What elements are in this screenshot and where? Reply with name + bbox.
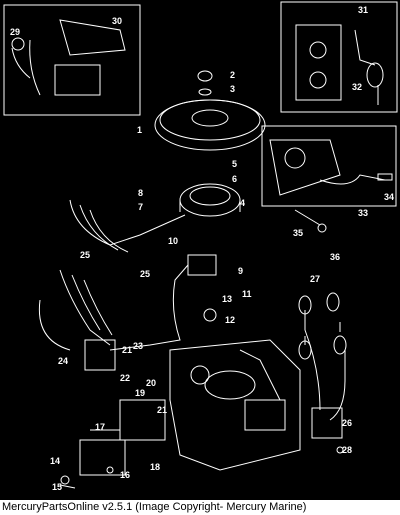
- callout-22: 22: [120, 373, 130, 383]
- callout-labels: 1 2 3 4 5 6 7 8 9 10 11 12 13 14 15 16 1…: [10, 5, 394, 492]
- callout-1: 1: [137, 125, 142, 135]
- ignition-coil-shape: [311, 407, 343, 439]
- callout-6: 6: [232, 174, 237, 184]
- callout-10: 10: [168, 236, 178, 246]
- callout-23: 23: [133, 341, 143, 351]
- engine-block-shape: [169, 339, 301, 471]
- callout-20: 20: [146, 378, 156, 388]
- callout-12: 12: [225, 315, 235, 325]
- callout-24: 24: [58, 356, 68, 366]
- inset-ignition-box: [280, 1, 398, 113]
- callout-27: 27: [310, 274, 320, 284]
- callout-11: 11: [242, 289, 252, 299]
- battery-shape: [54, 64, 101, 96]
- callout-8: 8: [138, 188, 143, 198]
- callout-9: 9: [238, 266, 243, 276]
- callout-35: 35: [293, 228, 303, 238]
- callout-36: 36: [330, 252, 340, 262]
- stator-shape: [179, 183, 241, 217]
- callout-21b: 21: [122, 345, 132, 355]
- inset-battery-box: [3, 4, 141, 116]
- rectifier-shape: [84, 339, 116, 371]
- parts-diagram: 1 2 3 4 5 6 7 8 9 10 11 12 13 14 15 16 1…: [0, 0, 400, 500]
- diagram-svg: 1 2 3 4 5 6 7 8 9 10 11 12 13 14 15 16 1…: [3, 1, 398, 492]
- callout-5: 5: [232, 159, 237, 169]
- callout-31: 31: [358, 5, 368, 15]
- callout-29: 29: [10, 27, 20, 37]
- callout-14: 14: [50, 456, 60, 466]
- callout-30: 30: [112, 16, 122, 26]
- callout-13: 13: [222, 294, 232, 304]
- callout-16: 16: [120, 470, 130, 480]
- callout-28: 28: [342, 445, 352, 455]
- callout-26: 26: [342, 418, 352, 428]
- callout-21a: 21: [157, 405, 167, 415]
- callout-25a: 25: [80, 250, 90, 260]
- callout-17: 17: [95, 422, 105, 432]
- callout-34: 34: [384, 192, 394, 202]
- callout-7: 7: [138, 202, 143, 212]
- callout-2: 2: [230, 70, 235, 80]
- inset-sensor-box: [261, 125, 397, 207]
- image-caption: MercuryPartsOnline v2.5.1 (Image Copyrig…: [0, 500, 400, 515]
- callout-32: 32: [352, 82, 362, 92]
- callout-15: 15: [52, 482, 62, 492]
- callout-4: 4: [240, 198, 245, 208]
- callout-18: 18: [150, 462, 160, 472]
- module-shape: [79, 439, 126, 476]
- callout-33: 33: [358, 208, 368, 218]
- callout-25b: 25: [140, 269, 150, 279]
- callout-3: 3: [230, 84, 235, 94]
- callout-19: 19: [135, 388, 145, 398]
